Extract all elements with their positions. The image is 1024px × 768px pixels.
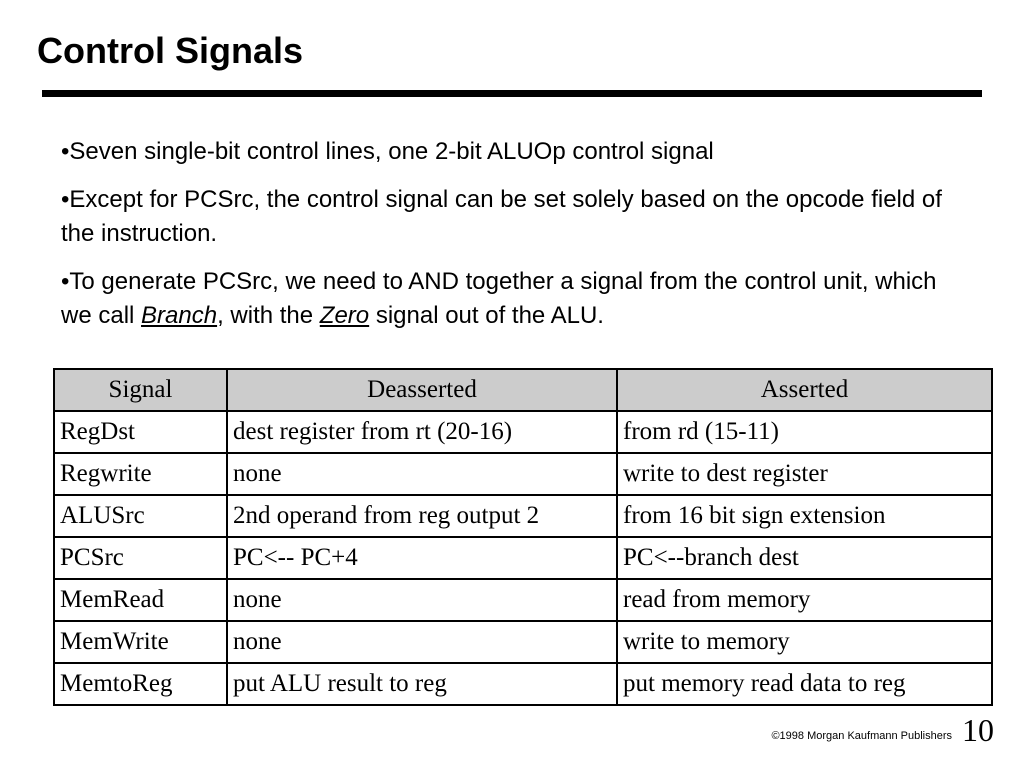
deasserted-cell: none: [226, 578, 618, 622]
deasserted-cell: put ALU result to reg: [226, 662, 618, 706]
column-header: Deasserted: [226, 368, 618, 412]
column-header: Signal: [53, 368, 228, 412]
signal-cell: Regwrite: [53, 452, 228, 496]
bullet-item: •To generate PCSrc, we need to AND toget…: [61, 265, 971, 333]
table-row: MemWrite none write to memory: [53, 620, 993, 664]
table-header-row: Signal Deasserted Asserted: [53, 368, 993, 412]
deasserted-cell: none: [226, 620, 618, 664]
asserted-cell: write to memory: [616, 620, 993, 664]
asserted-cell: from rd (15-11): [616, 410, 993, 454]
bullet-text: •To generate PCSrc, we need to AND toget…: [61, 268, 937, 329]
asserted-cell: PC<--branch dest: [616, 536, 993, 580]
signal-cell: RegDst: [53, 410, 228, 454]
asserted-cell: put memory read data to reg: [616, 662, 993, 706]
deasserted-cell: 2nd operand from reg output 2: [226, 494, 618, 538]
page-number: 10: [962, 712, 994, 748]
signal-cell: ALUSrc: [53, 494, 228, 538]
table-row: RegDst dest register from rt (20-16) fro…: [53, 410, 993, 454]
bullet-item: •Except for PCSrc, the control signal ca…: [61, 186, 942, 247]
zero-term: Zero: [319, 302, 370, 329]
signal-cell: PCSrc: [53, 536, 228, 580]
slide-title: Control Signals: [37, 30, 304, 71]
signal-cell: MemtoReg: [53, 662, 228, 706]
bullet-text: , with the: [217, 302, 320, 329]
table-row: Regwrite none write to dest register: [53, 452, 993, 496]
signal-cell: MemWrite: [53, 620, 228, 664]
branch-term: Branch: [141, 302, 218, 329]
slide-footer: ©1998 Morgan Kaufmann Publishers 10: [771, 714, 994, 746]
title-divider: [42, 90, 982, 97]
table-row: MemtoReg put ALU result to reg put memor…: [53, 662, 993, 706]
table-row: MemRead none read from memory: [53, 578, 993, 622]
table-row: ALUSrc 2nd operand from reg output 2 fro…: [53, 494, 993, 538]
signal-cell: MemRead: [53, 578, 228, 622]
deasserted-cell: dest register from rt (20-16): [226, 410, 618, 454]
table-row: PCSrc PC<-- PC+4 PC<--branch dest: [53, 536, 993, 580]
copyright-notice: ©1998 Morgan Kaufmann Publishers: [771, 730, 952, 742]
bullet-list: •Seven single-bit control lines, one 2-b…: [61, 135, 971, 347]
asserted-cell: write to dest register: [616, 452, 993, 496]
bullet-item: •Seven single-bit control lines, one 2-b…: [61, 138, 714, 165]
asserted-cell: from 16 bit sign extension: [616, 494, 993, 538]
deasserted-cell: none: [226, 452, 618, 496]
control-signals-table: Signal Deasserted Asserted RegDst dest r…: [53, 368, 993, 706]
deasserted-cell: PC<-- PC+4: [226, 536, 618, 580]
asserted-cell: read from memory: [616, 578, 993, 622]
bullet-text: signal out of the ALU.: [369, 302, 604, 329]
column-header: Asserted: [616, 368, 993, 412]
